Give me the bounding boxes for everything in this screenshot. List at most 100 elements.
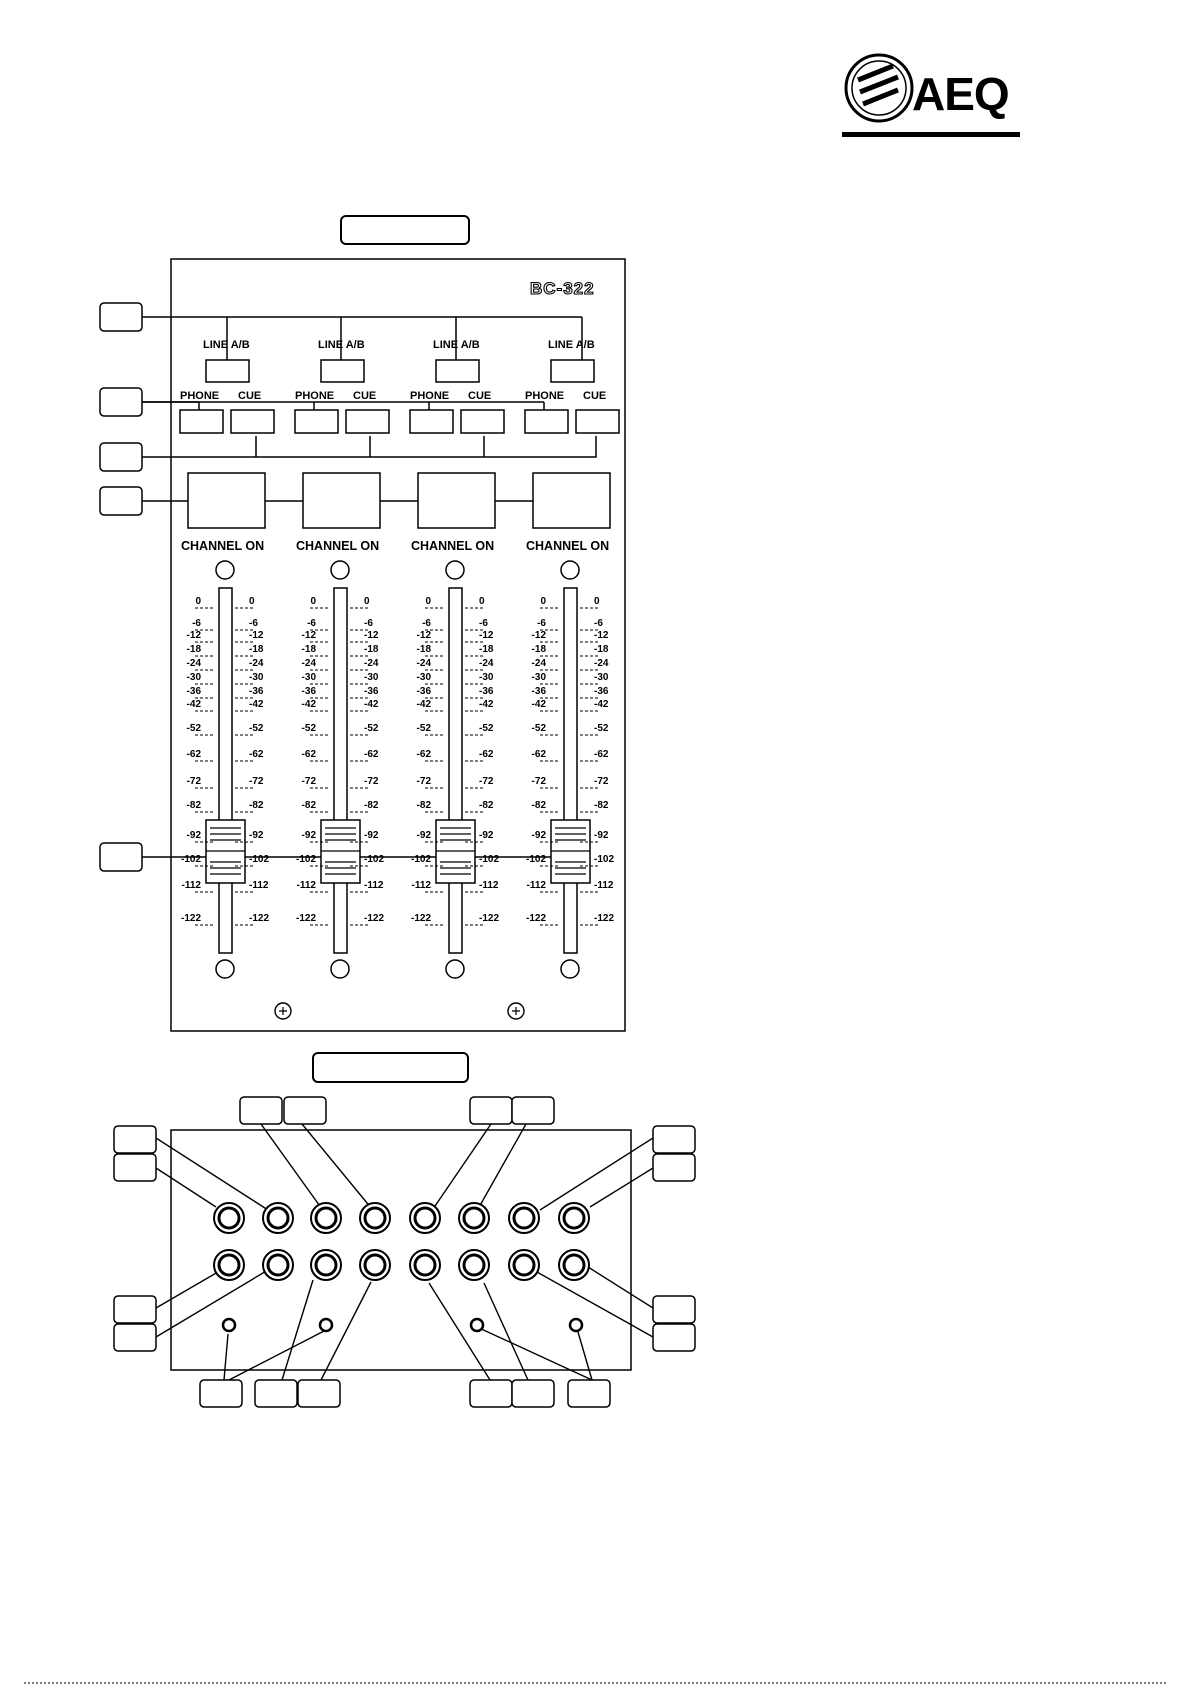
fader-scales: 0 0 -6 -6 -12 -12 -18 -18 -24 -24 -30 -30 -36 -36 -42 -…	[181, 596, 614, 926]
fader-scale-label: -112	[527, 880, 547, 891]
fader-scale-label: -112	[249, 880, 269, 891]
fader-scale-label: -18	[594, 644, 609, 655]
line-ab-button[interactable]	[205, 359, 250, 383]
fader-scale-label: -6	[479, 618, 488, 629]
fader-scale-label: -18	[187, 644, 202, 655]
fader-scale-label: -30	[364, 672, 379, 683]
fader-scale-label: -36	[417, 686, 432, 697]
channel-led-bottom	[560, 959, 580, 979]
rear-callouts	[113, 1096, 696, 1408]
front-panel-title-box	[340, 215, 470, 245]
fader-slot	[448, 587, 463, 954]
fader-scale-label: -18	[417, 644, 432, 655]
fader-scale-label: -42	[364, 699, 379, 710]
rear-connectors	[213, 1202, 590, 1333]
line-ab-button[interactable]	[550, 359, 595, 383]
fader-slot	[333, 587, 348, 954]
fader-scale-label: -92	[364, 830, 379, 841]
fader-scale-label: -24	[302, 658, 317, 669]
ground-screw-icon	[221, 1317, 237, 1333]
rear-panel-title-box	[312, 1052, 469, 1083]
callout-box	[239, 1096, 283, 1125]
channel-strip-4: LINE A/B PHONE CUE CHANNEL ON	[524, 339, 620, 979]
cue-button[interactable]	[575, 409, 620, 434]
cue-label: CUE	[468, 390, 491, 402]
fader-scale-label: -42	[249, 699, 264, 710]
jack-connector-icon	[558, 1249, 590, 1281]
line-ab-button[interactable]	[435, 359, 480, 383]
fader-scale-label: -62	[249, 749, 264, 760]
callout-box	[99, 842, 143, 872]
fader-scale-label: -42	[417, 699, 432, 710]
channel-strip-2: LINE A/B PHONE CUE CHANNEL ON	[294, 339, 390, 979]
fader-scale-label: -102	[411, 854, 431, 865]
fader-scale-label: -72	[532, 776, 547, 787]
channel-led-top	[215, 560, 235, 580]
callout-box	[652, 1323, 696, 1352]
fader-scale-label: -102	[594, 854, 614, 865]
fader-scale-label: -24	[187, 658, 202, 669]
fader-knob[interactable]	[205, 819, 246, 884]
fader-scale-label: -18	[479, 644, 494, 655]
fader-scale-label: -52	[187, 723, 202, 734]
line-ab-label: LINE A/B	[433, 339, 480, 351]
fader-scale-label: -36	[249, 686, 264, 697]
fader-scale-label: -6	[249, 618, 258, 629]
fader-scale-label: -112	[364, 880, 384, 891]
fader-scale-label: -122	[411, 913, 431, 924]
fader-scale-label: -6	[364, 618, 373, 629]
phone-button[interactable]	[524, 409, 569, 434]
fader-slot	[563, 587, 578, 954]
fader-scale-label: -12	[594, 630, 609, 641]
fader-scale-label: -72	[364, 776, 379, 787]
cue-button[interactable]	[345, 409, 390, 434]
screw-icon	[274, 1002, 292, 1020]
callout-box	[199, 1379, 243, 1408]
fader-scale-label: -62	[479, 749, 494, 760]
mounting-screws	[274, 1002, 525, 1020]
callout-box	[511, 1379, 555, 1408]
fader-knob[interactable]	[320, 819, 361, 884]
fader-scale-label: -12	[417, 630, 432, 641]
callout-box	[469, 1096, 513, 1125]
fader-scale-label: -6	[537, 618, 546, 629]
fader-knob[interactable]	[435, 819, 476, 884]
phone-button[interactable]	[294, 409, 339, 434]
fader-scale-label: -72	[187, 776, 202, 787]
fader-scale-label: -82	[302, 800, 317, 811]
fader-scale-label: -72	[594, 776, 609, 787]
channel-on-button[interactable]	[532, 472, 611, 529]
line-ab-button[interactable]	[320, 359, 365, 383]
fader-scale-label: -112	[297, 880, 317, 891]
cue-button[interactable]	[460, 409, 505, 434]
fader-scale-label: -42	[187, 699, 202, 710]
front-callouts	[99, 302, 143, 872]
fader-scale-label: -122	[364, 913, 384, 924]
channel-on-button[interactable]	[417, 472, 496, 529]
fader-scale-label: 0	[594, 596, 600, 607]
channel-led-bottom	[445, 959, 465, 979]
fader-scale-label: -112	[479, 880, 499, 891]
fader-scale-label: -42	[479, 699, 494, 710]
logo-underline	[842, 132, 1020, 137]
fader-scale-label: -24	[479, 658, 494, 669]
cue-label: CUE	[353, 390, 376, 402]
fader-knob[interactable]	[550, 819, 591, 884]
phone-button[interactable]	[409, 409, 454, 434]
fader-scale-label: 0	[479, 596, 485, 607]
cue-button[interactable]	[230, 409, 275, 434]
fader-scale-label: -30	[479, 672, 494, 683]
channel-on-button[interactable]	[187, 472, 266, 529]
channel-on-button[interactable]	[302, 472, 381, 529]
callout-box	[113, 1323, 157, 1352]
callout-box	[652, 1295, 696, 1324]
fader-scale-label: -24	[417, 658, 432, 669]
jack-connector-icon	[310, 1202, 342, 1234]
jack-connector-icon	[262, 1202, 294, 1234]
fader-scale-label: -82	[364, 800, 379, 811]
ground-screw-icon	[568, 1317, 584, 1333]
phone-button[interactable]	[179, 409, 224, 434]
fader-scale-label: -112	[412, 880, 432, 891]
jack-connector-icon	[310, 1249, 342, 1281]
fader-scale-label: -12	[302, 630, 317, 641]
